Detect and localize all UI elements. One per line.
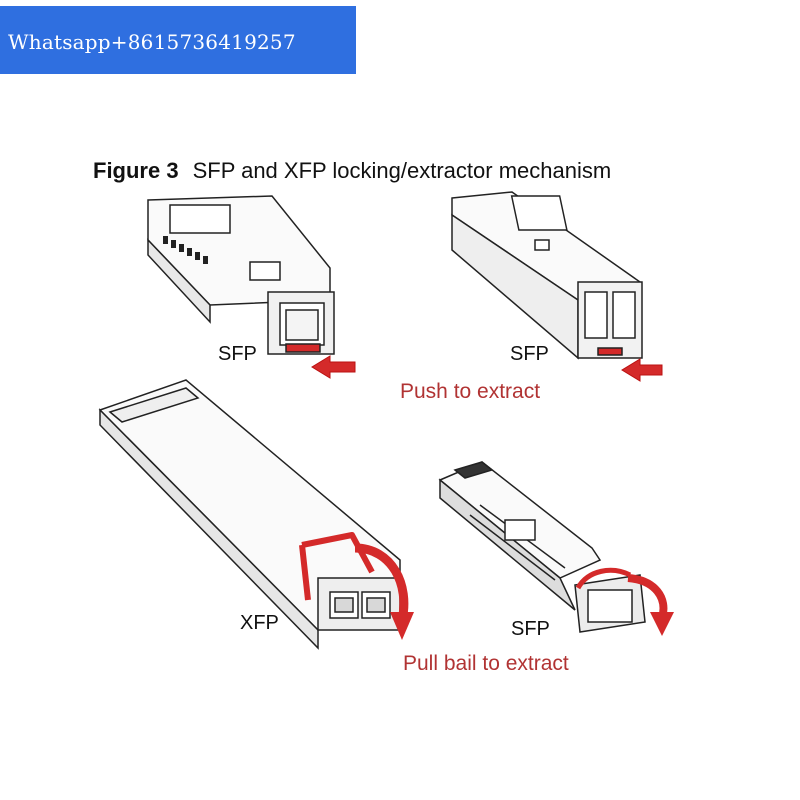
label-xfp: XFP [240, 612, 279, 634]
sfp-module-bottom-right [438, 461, 646, 633]
pull-arrow-xfp-icon [354, 543, 409, 621]
push-arrow-left-icon [311, 355, 356, 379]
pull-arrow-sfp-head-icon [650, 612, 674, 636]
sfp-bail-latch [575, 567, 632, 590]
figure-title-text: SFP and XFP locking/extractor mechanism [192, 158, 612, 183]
watermark-banner: Whatsapp+8615736419257 [0, 6, 356, 74]
caption-pull-bail-to-extract: Pull bail to extract [403, 652, 569, 675]
figure-title: Figure 3 SFP and XFP locking/extractor me… [93, 158, 611, 184]
caption-push-to-extract: Push to extract [400, 380, 541, 403]
figure-number: Figure 3 [93, 158, 179, 183]
label-sfp-top-left: SFP [218, 343, 257, 365]
xfp-module [98, 379, 401, 650]
label-sfp-bottom-right: SFP [511, 618, 550, 640]
pull-arrow-xfp-head-icon [390, 612, 414, 640]
label-sfp-top-right: SFP [510, 343, 549, 365]
xfp-bail-latch [299, 532, 375, 601]
sfp-module-top-right [451, 191, 643, 360]
push-arrow-right-icon [621, 358, 663, 382]
watermark-text: Whatsapp+8615736419257 [8, 30, 296, 54]
sfp-module-top-left [147, 195, 335, 355]
